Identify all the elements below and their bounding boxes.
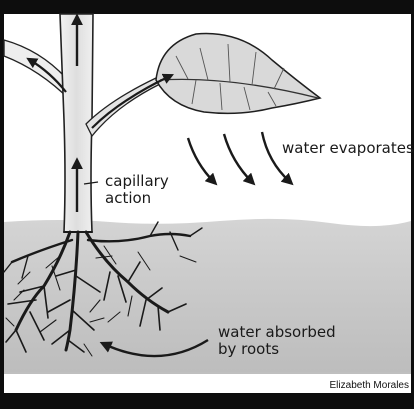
- label-absorbed-line2: by roots: [218, 340, 279, 358]
- roots-icon: [3, 221, 203, 357]
- curved-arrow-icon: [186, 137, 218, 186]
- up-arrow-icon: [26, 57, 67, 93]
- label-absorbed-line1: water absorbed: [218, 323, 336, 341]
- frame-top: [0, 0, 414, 14]
- curved-arrow-icon: [260, 131, 294, 186]
- frame-left: [0, 0, 4, 409]
- frame-right: [411, 0, 414, 409]
- label-capillary-line1: capillary: [105, 172, 169, 190]
- image-credit: Elizabeth Morales: [330, 380, 409, 391]
- frame-bottom: [0, 393, 414, 409]
- up-arrow-icon: [91, 73, 174, 129]
- curved-arrow-icon: [99, 338, 209, 358]
- curved-arrow-icon: [222, 133, 256, 186]
- label-evaporation: water evaporates: [282, 139, 414, 157]
- left-branch: [3, 39, 72, 103]
- label-capillary-line2: action: [105, 189, 151, 207]
- capillary-pointer: [83, 181, 99, 185]
- leaf-icon: [155, 32, 322, 115]
